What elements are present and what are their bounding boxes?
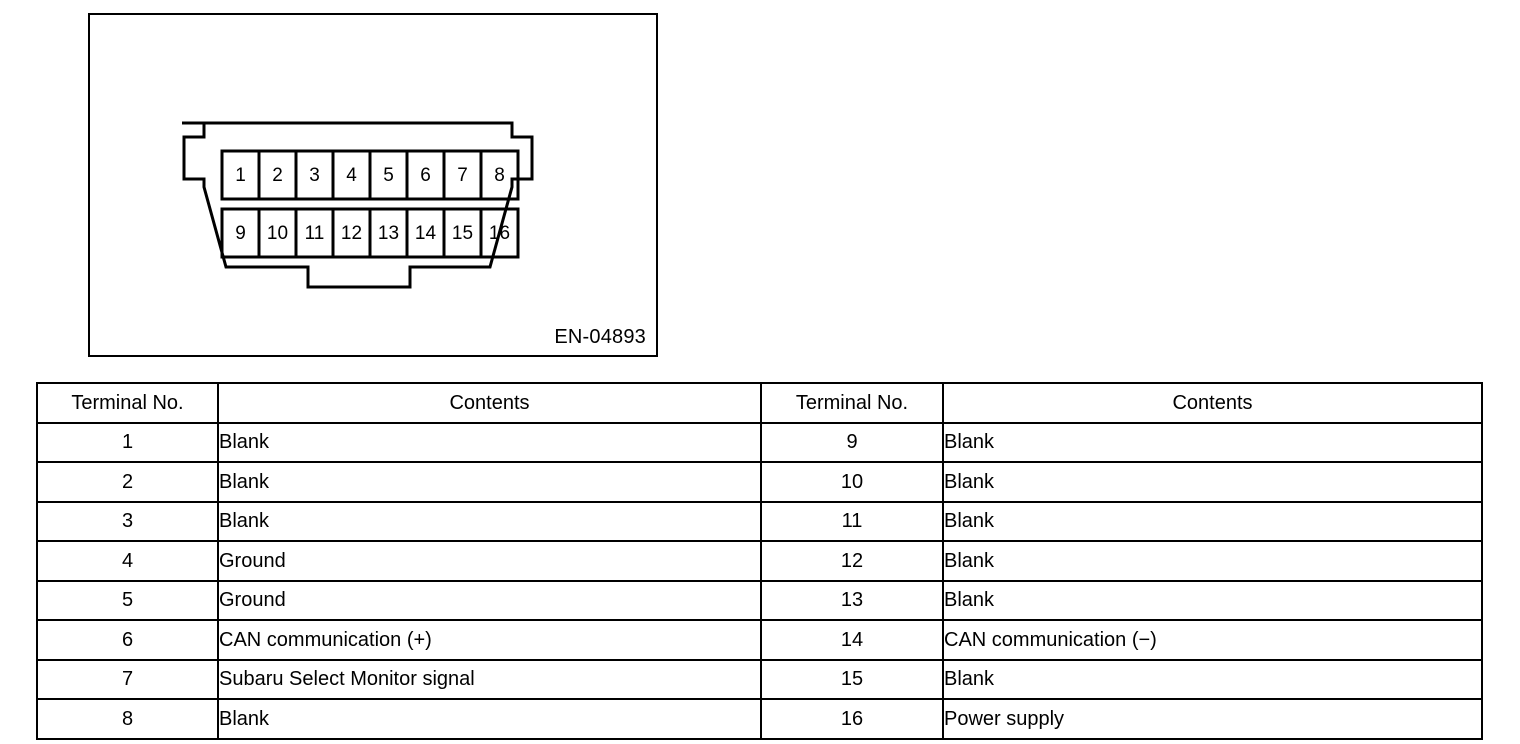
- cell-terminal-right: 9: [760, 421, 944, 463]
- pin-dividers-top: [257, 151, 483, 199]
- cell-terminal-left: 2: [36, 461, 219, 503]
- table-header-row: Terminal No. Contents Terminal No. Conte…: [36, 382, 1483, 424]
- pin-label-12: 12: [340, 222, 363, 244]
- cell-contents-right: Blank: [942, 540, 1483, 582]
- pin-label-11: 11: [304, 222, 325, 244]
- pin-label-13: 13: [377, 222, 400, 244]
- cell-terminal-right: 14: [760, 619, 944, 661]
- cell-terminal-right: 15: [760, 658, 944, 700]
- pin-label-8: 8: [494, 164, 505, 186]
- cell-contents-right: Blank: [942, 421, 1483, 463]
- cell-contents-left: Blank: [217, 698, 762, 740]
- cell-contents-right: Blank: [942, 461, 1483, 503]
- pin-label-14: 14: [414, 222, 437, 244]
- cell-contents-right: Blank: [942, 658, 1483, 700]
- table-row: 5 Ground 13 Blank: [36, 579, 1483, 621]
- cell-terminal-left: 5: [36, 579, 219, 621]
- cell-contents-left: Blank: [217, 461, 762, 503]
- connector-figure-panel: 1 2 3 4 5 6 7 8 9 10 11 12 13 14 15 16 E…: [88, 13, 658, 357]
- pin-number-row-bottom: 9 10 11 12 13 14 15 16: [222, 209, 518, 257]
- cell-contents-right: Blank: [942, 500, 1483, 542]
- cell-contents-left: Blank: [217, 500, 762, 542]
- header-terminal-no-left: Terminal No.: [36, 382, 219, 424]
- cell-contents-right: CAN communication (−): [942, 619, 1483, 661]
- cell-terminal-left: 7: [36, 658, 219, 700]
- cell-terminal-right: 13: [760, 579, 944, 621]
- header-contents-right: Contents: [942, 382, 1483, 424]
- table-row: 4 Ground 12 Blank: [36, 540, 1483, 582]
- cell-terminal-left: 6: [36, 619, 219, 661]
- cell-terminal-left: 4: [36, 540, 219, 582]
- cell-contents-left: Blank: [217, 421, 762, 463]
- cell-contents-left: Subaru Select Monitor signal: [217, 658, 762, 700]
- cell-contents-left: Ground: [217, 540, 762, 582]
- pin-label-10: 10: [266, 222, 289, 244]
- cell-terminal-right: 11: [760, 500, 944, 542]
- pin-label-7: 7: [457, 164, 468, 186]
- cell-terminal-left: 3: [36, 500, 219, 542]
- cell-terminal-right: 12: [760, 540, 944, 582]
- cell-contents-left: CAN communication (+): [217, 619, 762, 661]
- cell-terminal-left: 8: [36, 698, 219, 740]
- cell-contents-left: Ground: [217, 579, 762, 621]
- header-terminal-no-right: Terminal No.: [760, 382, 944, 424]
- table-row: 3 Blank 11 Blank: [36, 500, 1483, 542]
- cell-contents-right: Blank: [942, 579, 1483, 621]
- terminal-assignment-table: Terminal No. Contents Terminal No. Conte…: [36, 382, 1483, 740]
- pin-label-4: 4: [346, 164, 357, 186]
- pin-label-9: 9: [235, 222, 246, 244]
- pin-label-3: 3: [309, 164, 320, 186]
- pin-label-2: 2: [272, 164, 283, 186]
- pin-label-6: 6: [420, 164, 431, 186]
- cell-contents-right: Power supply: [942, 698, 1483, 740]
- header-contents-left: Contents: [217, 382, 762, 424]
- table-row: 2 Blank 10 Blank: [36, 461, 1483, 503]
- table-row: 8 Blank 16 Power supply: [36, 698, 1483, 740]
- cell-terminal-left: 1: [36, 421, 219, 463]
- table-row: 6 CAN communication (+) 14 CAN communica…: [36, 619, 1483, 661]
- connector-body-outline: [182, 121, 534, 289]
- pin-label-5: 5: [383, 164, 394, 186]
- figure-reference-code: EN-04893: [554, 326, 646, 348]
- pin-number-row-top: 1 2 3 4 5 6 7 8: [222, 151, 518, 199]
- cell-terminal-right: 16: [760, 698, 944, 740]
- table-row: 7 Subaru Select Monitor signal 15 Blank: [36, 658, 1483, 700]
- pin-label-1: 1: [235, 164, 246, 186]
- pin-dividers-bottom: [257, 209, 483, 257]
- data-link-connector-drawing: [182, 121, 534, 289]
- cell-terminal-right: 10: [760, 461, 944, 503]
- pin-label-16: 16: [488, 222, 511, 244]
- pin-label-15: 15: [451, 222, 474, 244]
- table-row: 1 Blank 9 Blank: [36, 421, 1483, 463]
